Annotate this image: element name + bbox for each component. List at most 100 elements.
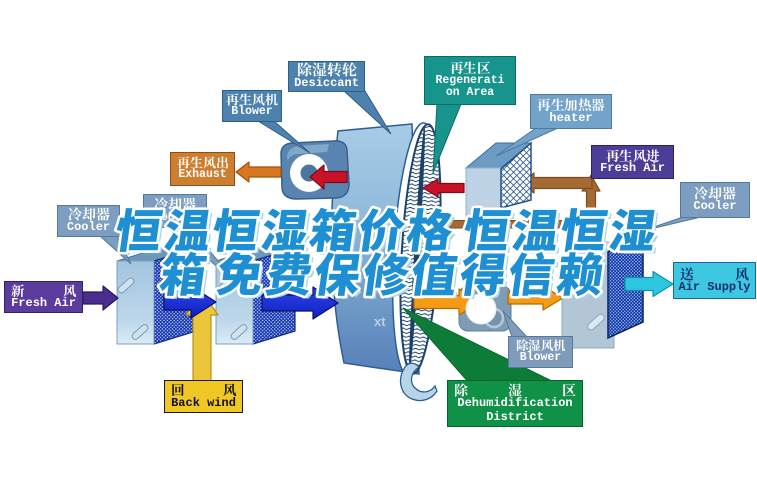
cjk-glyph [551, 98, 564, 111]
cjk-glyph [591, 98, 605, 112]
cjk-glyph-path [559, 205, 611, 255]
cjk-glyph [239, 93, 252, 106]
cjk-glyph-path [326, 62, 342, 77]
label-regen-fresh-air: Fresh Air [591, 145, 674, 179]
label-desiccant: Desiccant [288, 61, 365, 92]
cjk-glyph-path [516, 339, 528, 352]
fan-to-exhaust-arrow [235, 161, 282, 183]
regen-heater-in-arrow [520, 172, 593, 194]
label-air-supply-en: Air Supply [678, 279, 751, 294]
cjk-glyph-path [509, 206, 560, 254]
cjk-glyph [457, 249, 509, 299]
cjk-glyph [619, 149, 633, 162]
cjk-glyph [680, 267, 694, 281]
cjk-glyph-path [216, 156, 228, 169]
title-line-1 [113, 205, 662, 256]
cjk-glyph [361, 249, 413, 299]
cjk-glyph [508, 383, 522, 397]
cjk-glyph-path [265, 93, 278, 106]
label-dehumid-blower-zh [515, 339, 566, 352]
cjk-glyph [694, 186, 708, 201]
label-cooler-left-en: Cooler [66, 220, 111, 235]
cjk-glyph-path [154, 197, 168, 212]
cjk-glyph [553, 339, 566, 352]
label-regen-exhaust: Exhaust [170, 152, 235, 186]
cjk-glyph-path [735, 267, 749, 281]
cjk-glyph-path [477, 61, 490, 75]
cjk-glyph [67, 207, 82, 222]
label-desiccant-zh [295, 62, 358, 77]
cjk-glyph [450, 61, 464, 75]
label-fresh-air-in-en: Fresh Air [11, 296, 76, 311]
cjk-glyph-path [161, 206, 211, 254]
regen-area-pointer [432, 103, 462, 174]
cjk-glyph-path [189, 156, 203, 169]
cjk-glyph [81, 207, 96, 221]
cjk-glyph [202, 156, 216, 169]
cjk-glyph [722, 187, 736, 201]
cjk-glyph [172, 383, 184, 397]
supply-unit-handle [587, 313, 605, 331]
cjk-glyph-path [172, 383, 184, 397]
label-regen-blower-zh [226, 93, 278, 106]
cjk-glyph [410, 249, 462, 299]
cjk-glyph-path [591, 98, 605, 112]
cjk-glyph [226, 93, 239, 106]
regen-fan [280, 140, 350, 200]
cjk-glyph [222, 383, 236, 397]
cjk-glyph [528, 339, 541, 352]
label-regen-fresh-air-zh [598, 149, 667, 163]
cjk-glyph [11, 284, 25, 297]
label-regen-area-zh [431, 61, 509, 75]
cjk-glyph-path [694, 186, 708, 201]
heater-coil-hatch [500, 141, 532, 209]
cjk-glyph-path [311, 62, 327, 77]
cjk-glyph-path [156, 249, 210, 299]
cjk-glyph-path [210, 205, 263, 255]
cjk-glyph-path [202, 156, 216, 169]
cjk-glyph-path [306, 205, 360, 255]
cjk-glyph [210, 205, 264, 255]
label-regen-blower: Blower [222, 90, 282, 122]
cjk-glyph [606, 206, 658, 254]
cjk-glyph-path [463, 61, 477, 74]
label-cooler-left-zh [64, 207, 113, 222]
cjk-glyph-path [646, 149, 660, 162]
label-cooler-mid-zh [150, 197, 200, 212]
cjk-glyph-path [507, 249, 558, 299]
cjk-glyph [632, 149, 646, 162]
air-supply-arrow [624, 270, 674, 298]
cjk-glyph-path [222, 383, 236, 397]
label-regen-area-en: Regenerati [435, 73, 505, 87]
label-dehumid-district-zh [454, 383, 576, 397]
cjk-glyph-path [540, 339, 553, 352]
cjk-glyph [252, 93, 265, 106]
cjk-glyph-path [708, 186, 722, 200]
label-cooler-right-zh [687, 186, 743, 201]
label-dehumid-district-en: District [486, 409, 544, 424]
cjk-glyph-path [403, 205, 455, 255]
cjk-glyph-path [457, 249, 508, 299]
regen-to-rotor-arrow [422, 178, 465, 198]
cjk-glyph-path [578, 98, 591, 112]
label-dehumid-blower-en: Blower [519, 350, 562, 364]
label-cooler-right: Cooler [680, 182, 750, 218]
cjk-glyph [646, 149, 660, 162]
cjk-glyph [306, 205, 361, 255]
cjk-glyph-path [214, 249, 264, 299]
cjk-glyph [509, 206, 560, 254]
cjk-glyph [462, 205, 515, 255]
cjk-glyph [507, 249, 559, 299]
cjk-glyph [559, 205, 612, 255]
cjk-glyph [265, 93, 278, 106]
title-line-2 [156, 249, 609, 300]
label-cooler-left: Cooler [57, 205, 120, 237]
label-regen-heater-zh [537, 98, 605, 112]
cjk-glyph [113, 205, 167, 255]
cjk-glyph-path [619, 149, 633, 162]
cjk-glyph-path [462, 205, 514, 255]
cjk-glyph [578, 98, 591, 112]
label-regen-heater-en: heater [549, 110, 593, 125]
process-unit-1-handle [131, 324, 149, 340]
